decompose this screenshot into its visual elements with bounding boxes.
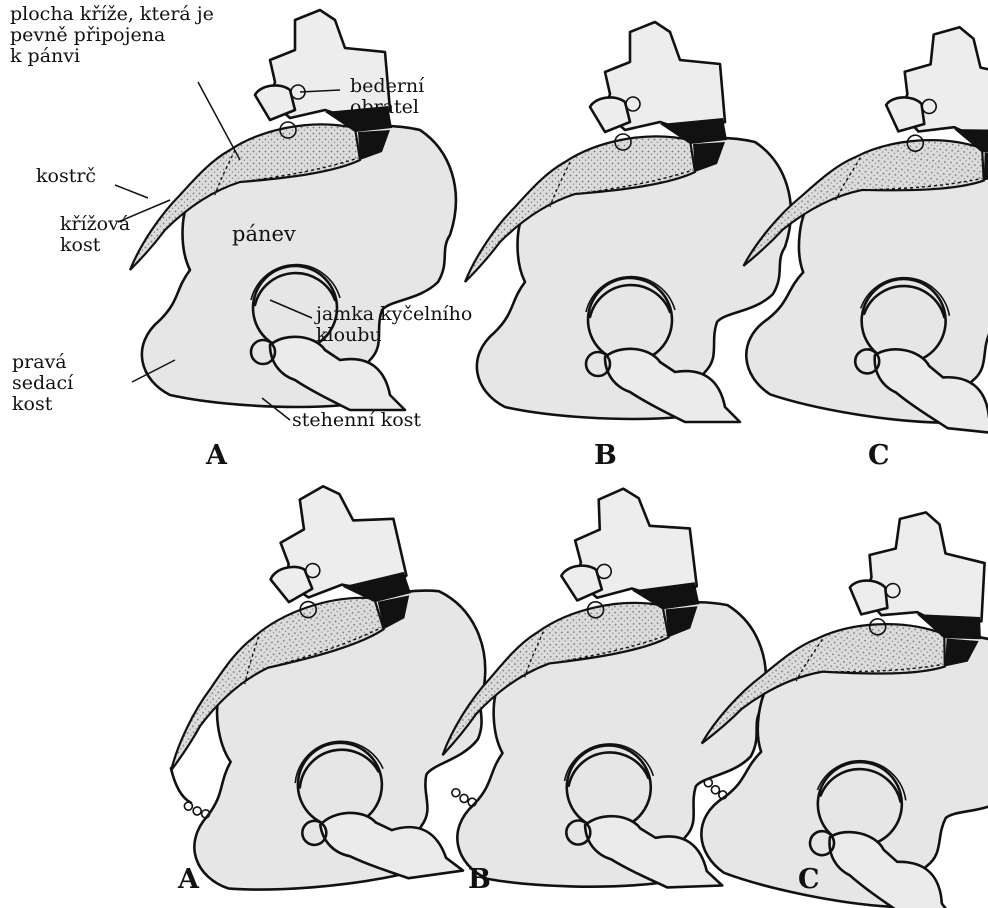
label-pelvis: pánev <box>232 224 296 245</box>
panel-letter-bottom-c: C <box>798 864 820 895</box>
figure-top-b <box>465 22 791 422</box>
label-coccyx: kostrč <box>36 166 96 187</box>
panel-letter-top-a: A <box>206 440 227 471</box>
label-sacrum-plate: plocha kříže, která je pevně připojena k… <box>10 4 214 67</box>
panel-letter-top-b: B <box>594 440 617 471</box>
panel-letter-top-c: C <box>868 440 890 471</box>
panel-letter-bottom-b: B <box>468 864 491 895</box>
label-sacrum: křížová kost <box>60 214 130 256</box>
panel-letter-bottom-a: A <box>178 864 199 895</box>
figure-top-a <box>130 10 456 410</box>
label-femur: stehenní kost <box>292 410 421 431</box>
label-lumbar-vertebra: bederní obratel <box>350 76 424 118</box>
label-ischium: pravá sedací kost <box>12 352 73 415</box>
label-hip-socket: jamka kyčelního kloubu <box>316 304 472 346</box>
